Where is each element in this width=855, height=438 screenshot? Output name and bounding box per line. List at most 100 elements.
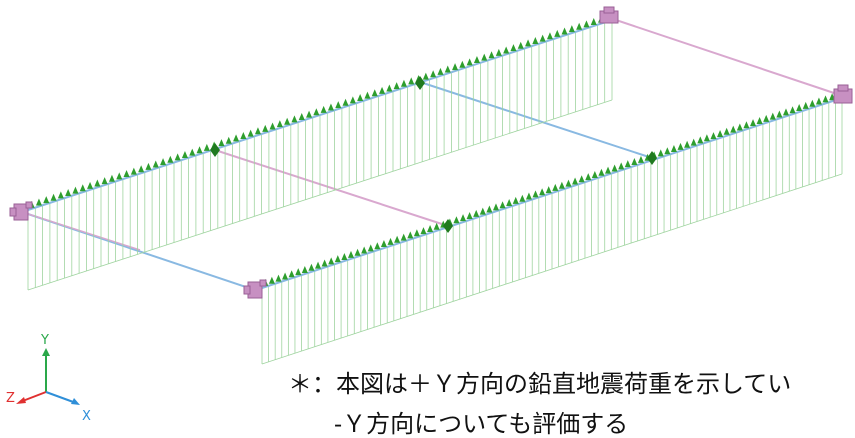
load-arrow — [444, 65, 451, 73]
load-arrow — [268, 276, 275, 284]
load-arrow — [637, 155, 644, 163]
load-arrow — [756, 116, 763, 124]
note-line-1: ＊：本図は＋Ｙ方向の鉛直地震荷重を示してい — [288, 370, 792, 398]
nodes — [210, 76, 657, 233]
support-rear-right — [833, 84, 853, 104]
load-arrow — [510, 44, 517, 52]
load-arrow — [65, 188, 72, 196]
load-arrow — [288, 270, 295, 278]
load-arrow — [664, 147, 671, 155]
load-arrow — [386, 84, 393, 92]
load-arrow — [525, 192, 532, 200]
load-arrow — [138, 165, 145, 173]
supports — [9, 6, 853, 299]
load-arrow — [247, 129, 254, 137]
load-arrow — [334, 255, 341, 263]
load-arrow — [776, 110, 783, 118]
load-arrow — [809, 99, 816, 107]
load-arrow — [585, 173, 592, 181]
load-arrow — [364, 91, 371, 99]
load-arrow — [284, 117, 291, 125]
loaded-beam-back — [27, 13, 613, 291]
load-arrow — [367, 244, 374, 252]
x-axis-line — [45, 391, 77, 404]
load-arrow — [539, 34, 546, 42]
load-arrow — [282, 272, 289, 280]
x-axis-label: X — [82, 409, 91, 424]
load-arrow — [275, 274, 282, 282]
load-arrow — [123, 169, 130, 177]
load-arrow — [466, 211, 473, 219]
load-arrow — [730, 125, 737, 133]
load-arrow — [420, 227, 427, 235]
load-arrow — [94, 179, 101, 187]
load-arrow — [782, 108, 789, 116]
node-marker — [210, 143, 220, 157]
load-arrow — [466, 58, 473, 66]
load-arrow — [407, 231, 414, 239]
load-arrow — [218, 139, 225, 147]
load-arrow — [189, 148, 196, 156]
load-arrow — [400, 233, 407, 241]
load-arrow — [459, 60, 466, 68]
load-arrow — [670, 145, 677, 153]
load-arrow — [306, 110, 313, 118]
load-arrow — [703, 134, 710, 142]
load-arrow — [578, 175, 585, 183]
load-arrow — [313, 108, 320, 116]
y-axis-arrowhead — [42, 348, 50, 356]
z-axis-arrowhead — [16, 397, 26, 404]
load-arrow — [591, 170, 598, 178]
load-arrow — [618, 162, 625, 170]
load-arrow — [422, 72, 429, 80]
load-arrow — [488, 51, 495, 59]
load-arrow — [335, 101, 342, 109]
load-arrow — [167, 155, 174, 163]
support-front-left — [9, 201, 33, 221]
load-arrow — [328, 257, 335, 265]
load-arrow — [624, 160, 631, 168]
load-arrow — [631, 158, 638, 166]
load-arrow — [590, 17, 597, 25]
load-arrow — [769, 112, 776, 120]
load-arrow — [750, 119, 757, 127]
load-arrow — [327, 103, 334, 111]
load-arrow — [380, 240, 387, 248]
load-arrow — [545, 186, 552, 194]
load-arrow — [269, 122, 276, 130]
load-arrow — [430, 70, 437, 78]
load-arrow — [561, 27, 568, 35]
load-arrow — [35, 198, 42, 206]
load-arrow — [57, 191, 64, 199]
load-arrow — [341, 253, 348, 261]
y-axis-label: Y — [40, 333, 49, 348]
load-arrow — [815, 97, 822, 105]
load-arrow — [736, 123, 743, 131]
load-arrow — [196, 146, 203, 154]
load-arrow — [690, 138, 697, 146]
load-arrow — [506, 199, 513, 207]
load-arrow — [225, 136, 232, 144]
load-arrow — [677, 142, 684, 150]
front-left-cross-beam-pink — [21, 211, 141, 251]
loaded-beam-front — [261, 91, 843, 365]
load-arrow — [437, 67, 444, 75]
load-arrow — [539, 188, 546, 196]
load-arrow — [233, 134, 240, 142]
load-arrow — [572, 177, 579, 185]
structural-load-model: Y Z X — [6, 6, 853, 424]
load-arrow — [394, 235, 401, 243]
load-arrow — [503, 46, 510, 54]
axis-triad: Y Z X — [6, 333, 91, 424]
load-arrow — [408, 77, 415, 85]
load-arrow — [554, 29, 561, 37]
load-arrow — [460, 214, 467, 222]
load-arrow — [481, 53, 488, 61]
load-arrow — [101, 177, 108, 185]
load-arrow — [320, 105, 327, 113]
load-arrow — [262, 124, 269, 132]
load-arrow — [473, 209, 480, 217]
load-arrow — [598, 168, 605, 176]
load-arrow — [684, 140, 691, 148]
load-arrow — [532, 190, 539, 198]
